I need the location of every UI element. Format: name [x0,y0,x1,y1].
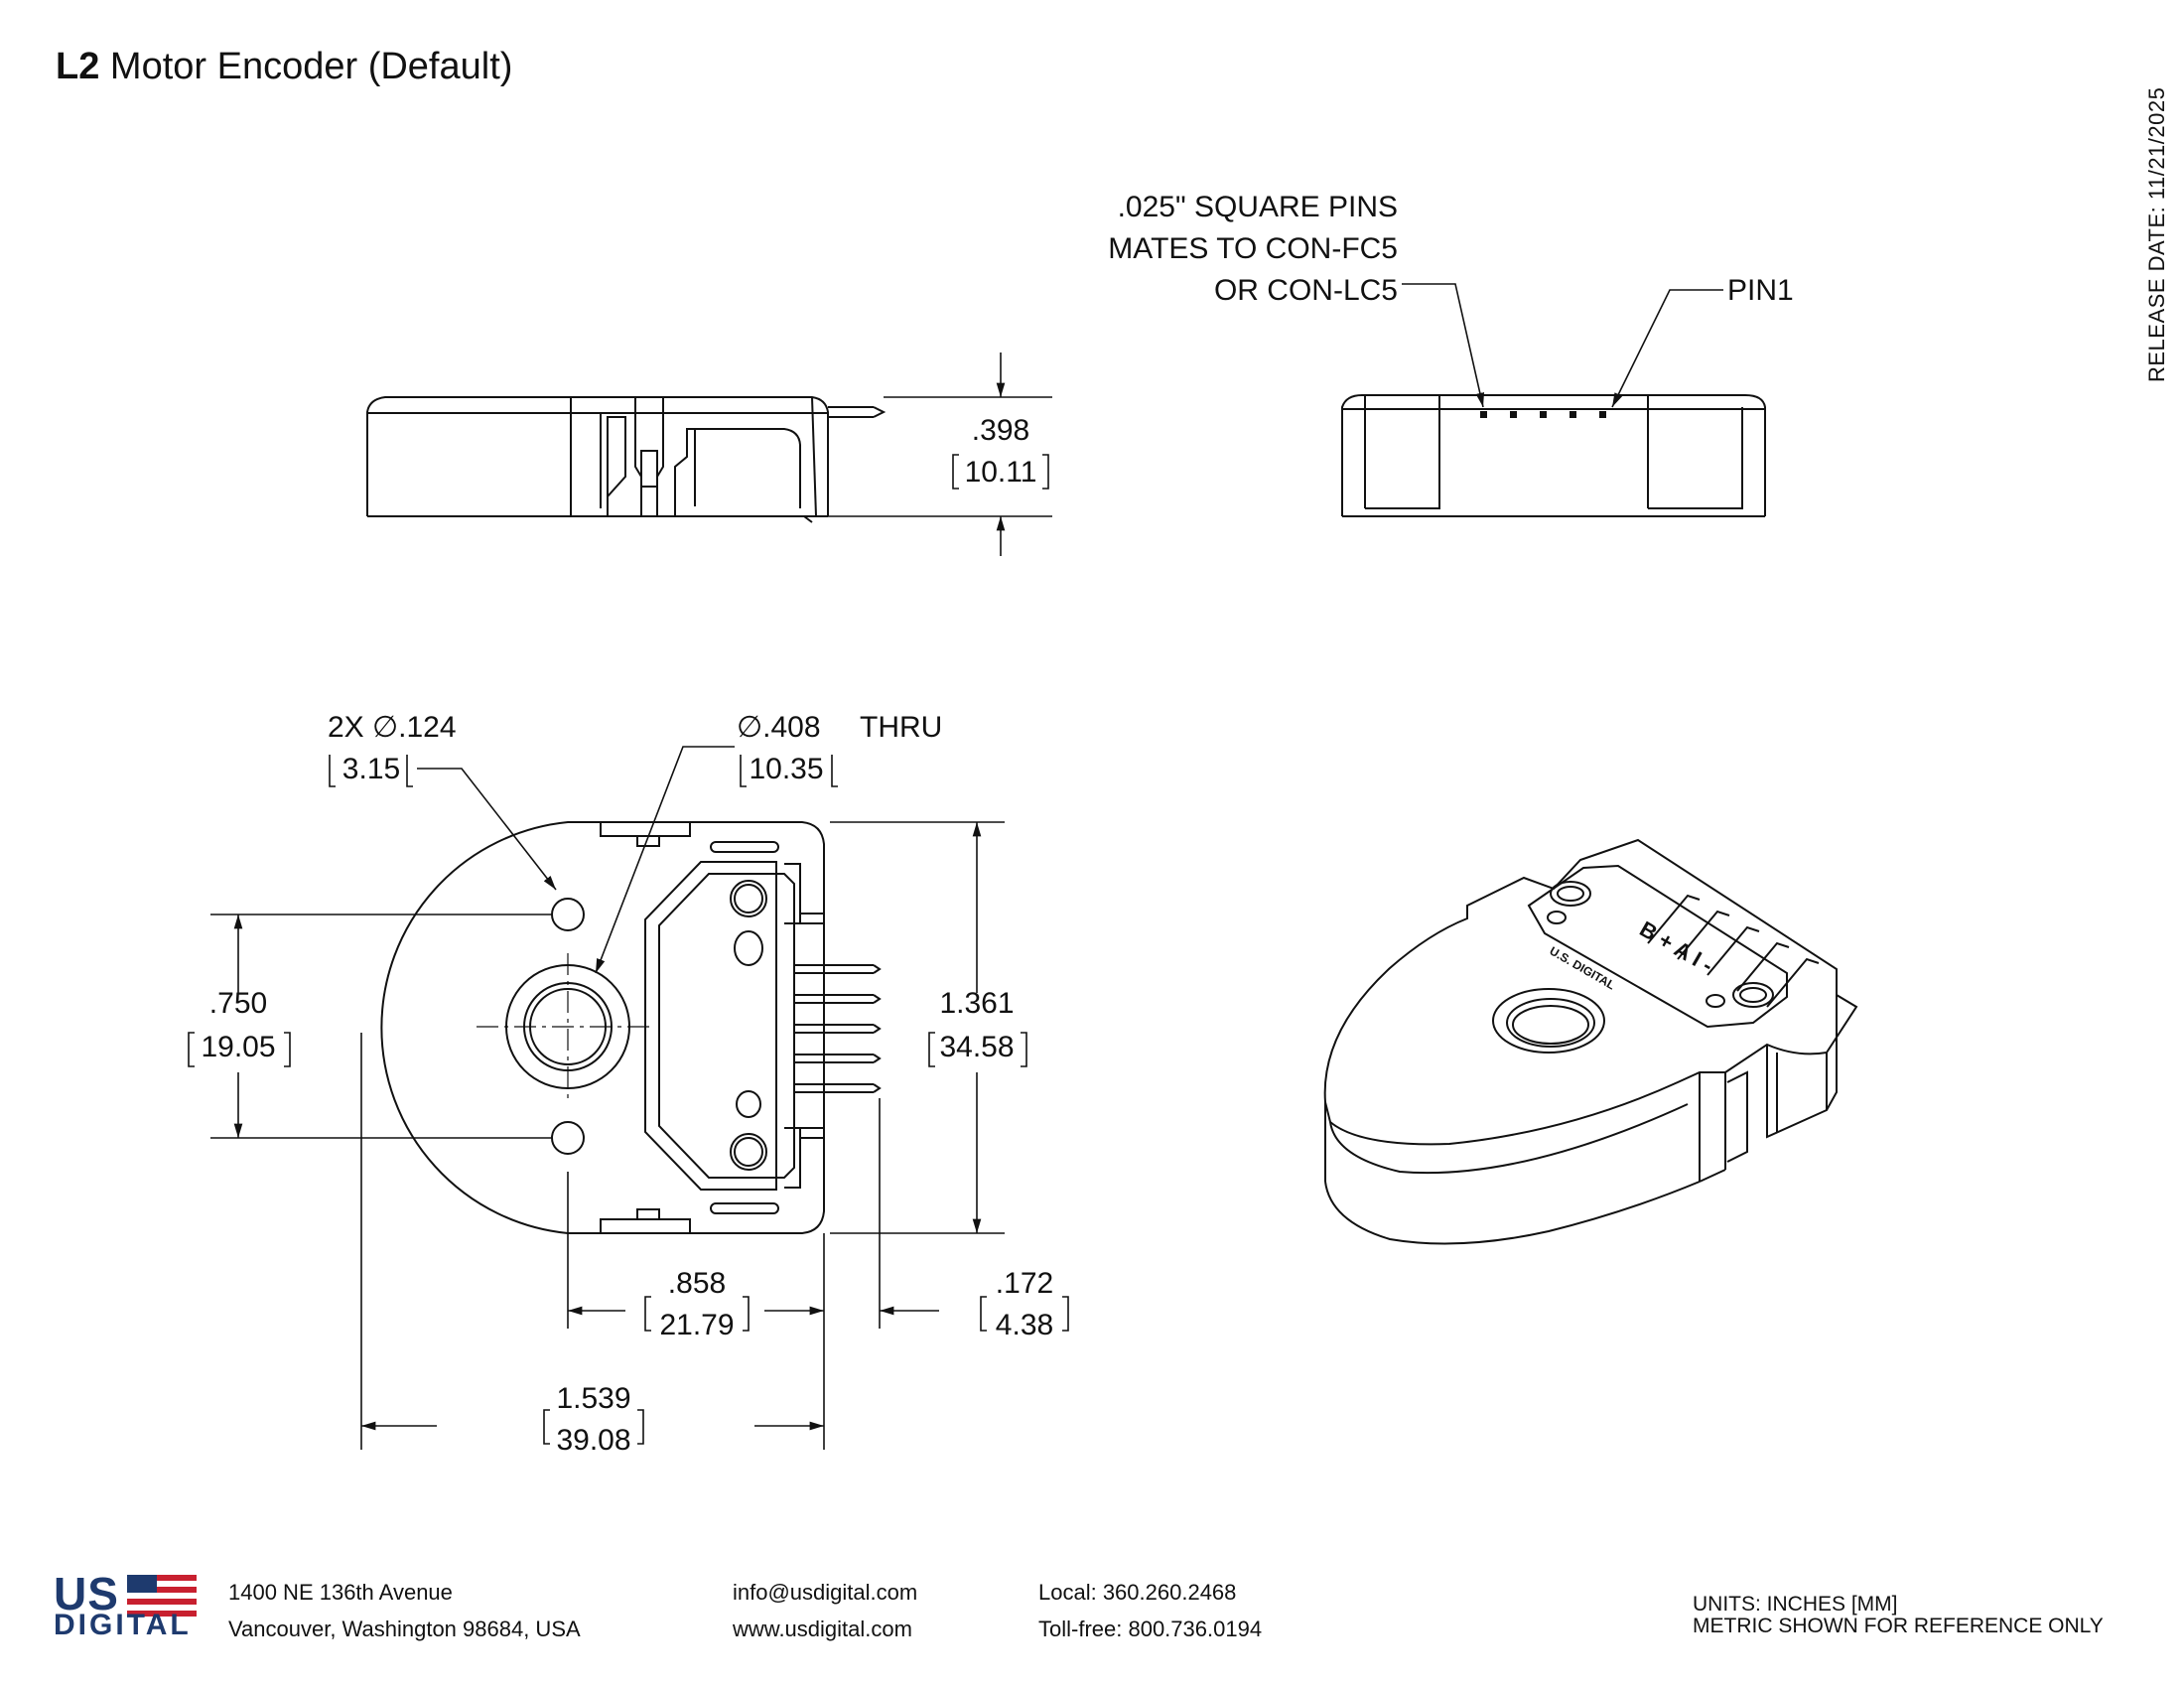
web-contact-block: info@usdigital.com www.usdigital.com [733,1574,917,1647]
address-line2: Vancouver, Washington 98684, USA [228,1617,581,1641]
phone-block: Local: 360.260.2468 Toll-free: 800.736.0… [1038,1574,1262,1647]
address-line1: 1400 NE 136th Avenue [228,1580,453,1605]
email-link[interactable]: info@usdigital.com [733,1580,918,1605]
center-to-edge-inches: .858 [668,1267,726,1300]
logo-us-text: US [54,1568,119,1619]
side-height-inches: .398 [972,414,1029,447]
bore-callout-mm: 10.35 [749,753,823,785]
pin1-label: PIN1 [1727,274,1794,307]
page-title: L2 Motor Encoder (Default) [56,46,512,88]
pin-spec-line2: MATES TO CON-FC5 [1108,232,1398,265]
website-link[interactable]: www.usdigital.com [733,1617,912,1641]
hole-spacing-inches: .750 [209,987,267,1020]
side-height-mm: 10.11 [965,456,1037,489]
title-part-number: L2 [56,46,100,87]
top-view-dimensions [188,746,1069,1450]
top-view-centerlines [477,953,655,1102]
overall-width-mm: 39.08 [556,1424,630,1457]
phone-local: Local: 360.260.2468 [1038,1580,1237,1605]
holes-callout-inches: 2X ∅.124 [328,711,457,744]
pin-length-mm: 4.38 [996,1309,1053,1341]
title-description: Motor Encoder (Default) [99,46,513,87]
address-block: 1400 NE 136th Avenue Vancouver, Washingt… [228,1574,581,1647]
isometric-view [1323,838,1858,1245]
side-height-dimension [828,352,1052,556]
hole-spacing-mm: 19.05 [201,1031,275,1063]
connector-end-view [1341,394,1766,517]
pin-spec-line1: .025" SQUARE PINS [1118,191,1398,223]
connector-pins [1480,411,1606,418]
pin-spec-line3: OR CON-LC5 [1214,274,1398,307]
units-note: UNITS: INCHES [MM] METRIC SHOWN FOR REFE… [1693,1594,2104,1637]
holes-callout-mm: 3.15 [342,753,400,785]
bore-callout-thru: THRU [860,711,942,744]
units-line2: METRIC SHOWN FOR REFERENCE ONLY [1693,1615,2104,1637]
body-height-inches: 1.361 [939,987,1014,1020]
phone-tollfree: Toll-free: 800.736.0194 [1038,1617,1263,1641]
side-view [366,396,887,523]
pin-length-inches: .172 [996,1267,1053,1300]
bore-callout-inches: ∅.408 [737,711,821,744]
center-to-edge-mm: 21.79 [659,1309,734,1341]
us-flag-logo-icon [127,1575,197,1617]
units-line1: UNITS: INCHES [MM] [1693,1593,1898,1616]
connector-leaders [1402,283,1723,408]
body-height-mm: 34.58 [939,1031,1014,1063]
logo-digital-text: DIGITAL [54,1609,192,1641]
overall-width-inches: 1.539 [556,1382,630,1415]
